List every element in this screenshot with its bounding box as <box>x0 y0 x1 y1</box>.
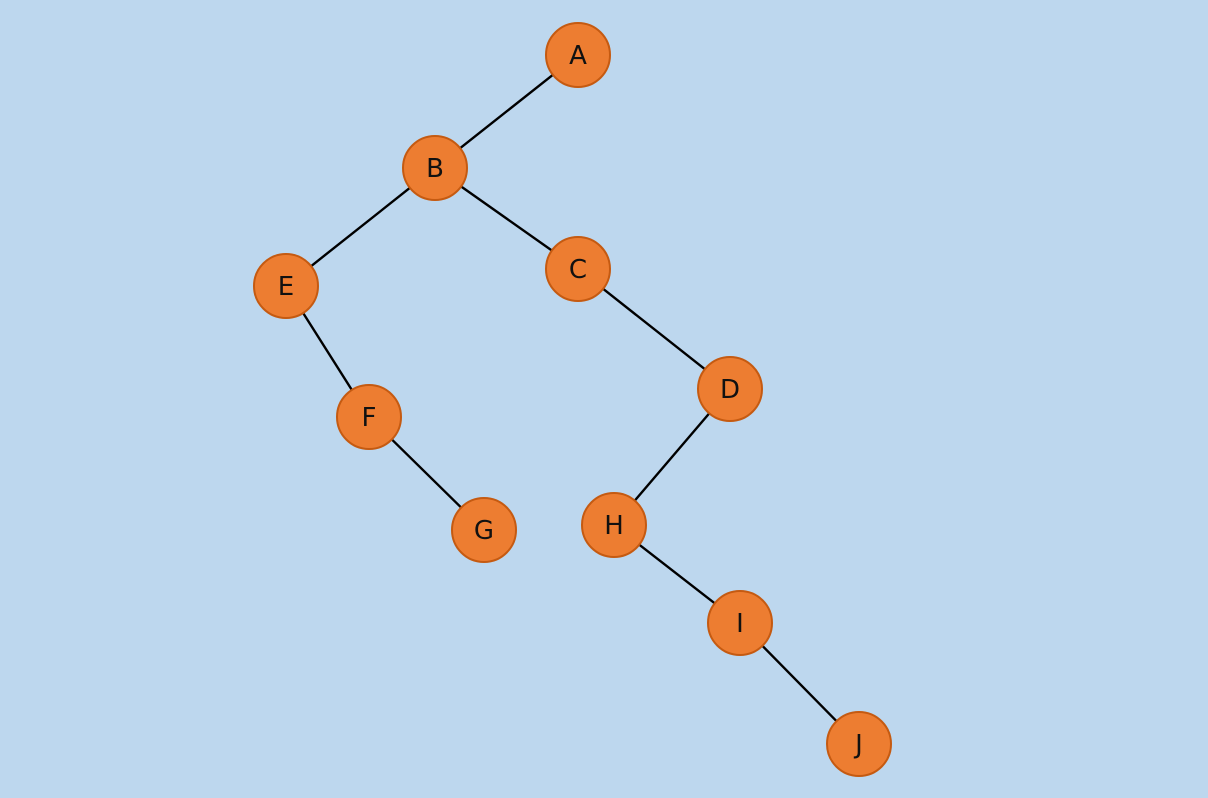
node-label-d: D <box>720 375 740 405</box>
node-d: D <box>697 356 763 422</box>
node-label-b: B <box>426 154 444 184</box>
node-j: J <box>826 711 892 777</box>
node-circle-e <box>253 253 319 319</box>
node-circle-f <box>336 384 402 450</box>
node-label-i: I <box>736 609 744 639</box>
node-a: A <box>545 22 611 88</box>
edge-f-g <box>390 438 463 509</box>
node-circle-b <box>402 135 468 201</box>
edge-b-c <box>459 185 554 252</box>
edges-layer <box>301 73 838 723</box>
edge-e-f <box>301 311 354 392</box>
node-c: C <box>545 236 611 302</box>
node-circle-d <box>697 356 763 422</box>
node-h: H <box>581 492 647 558</box>
node-circle-g <box>451 497 517 563</box>
node-label-f: F <box>362 403 377 433</box>
node-label-c: C <box>569 255 587 285</box>
node-circle-j <box>826 711 892 777</box>
edge-b-e <box>309 186 412 268</box>
node-f: F <box>336 384 402 450</box>
node-g: G <box>451 497 517 563</box>
node-b: B <box>402 135 468 201</box>
edge-h-i <box>638 543 716 605</box>
edge-a-b <box>458 73 555 150</box>
node-label-h: H <box>604 511 624 541</box>
edge-c-d <box>601 287 707 371</box>
node-circle-a <box>545 22 611 88</box>
node-circle-h <box>581 492 647 558</box>
node-i: I <box>707 590 773 656</box>
edge-d-h <box>633 412 711 502</box>
node-label-e: E <box>278 272 294 302</box>
edge-i-j <box>761 644 838 723</box>
node-e: E <box>253 253 319 319</box>
node-label-g: G <box>474 516 494 546</box>
node-label-j: J <box>853 730 863 760</box>
node-label-a: A <box>569 41 587 71</box>
nodes-layer: A B C D E F G H I J <box>253 22 892 777</box>
node-circle-c <box>545 236 611 302</box>
node-circle-i <box>707 590 773 656</box>
